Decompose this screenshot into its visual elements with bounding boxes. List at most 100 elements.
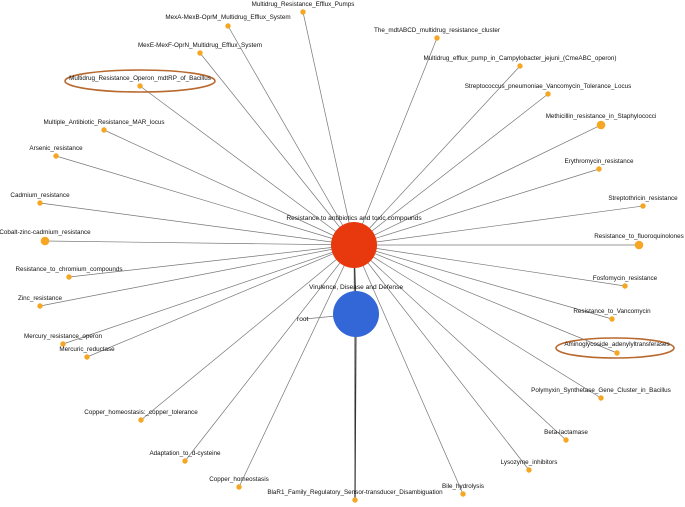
node-n4[interactable] [197,50,203,56]
edge-n4 [199,52,355,246]
node-n7[interactable] [545,91,551,97]
node-layer [37,9,646,503]
node-label-n1: Multidrug_Resistance_Efflux_Pumps [252,1,355,8]
edge-n1 [302,11,355,246]
node-n3[interactable] [434,35,440,41]
node-n28[interactable] [236,484,242,490]
edge-layer [39,11,644,501]
node-n5[interactable] [517,63,523,69]
node-label-n12: Cadmium_resistance [10,192,70,199]
node-label-n11: Erythromycin_resistance [565,158,634,165]
highlight-ring-n21 [555,337,675,359]
edge-n18 [39,244,355,307]
edge-n16 [68,244,355,278]
edge-n3 [353,37,438,246]
node-n8[interactable] [101,127,107,133]
node-label-n17: Fosfomycin_resistance [593,275,658,282]
node-label-n24: Copper_homeostasis:_copper_tolerance [84,409,198,416]
node-label-n3: The_mdtABCD_multidrug_resistance_cluster [374,27,500,34]
node-n20[interactable] [60,341,66,347]
edge-n27 [353,244,530,471]
hub-layer [331,222,379,337]
node-label-n6: Multidrug_Resistance_Operon_mdtRP_of_Bac… [69,75,211,82]
node-n15[interactable] [634,240,644,250]
edge-n6 [139,85,355,246]
node-label-n19: Resistance_to_Vancomycin [573,308,651,315]
node-label-n14: Cobalt-zinc-cadmium_resistance [0,229,91,236]
edge-virulence-bottom [354,313,357,501]
node-n11[interactable] [596,166,602,172]
edge-n23 [353,244,602,399]
node-label-n16: Resistance_to_chromium_compounds [15,266,122,273]
edge-n28 [238,244,355,488]
node-n18[interactable] [37,303,43,309]
edge-n10 [55,155,355,246]
node-n30[interactable] [352,497,358,503]
node-label-n26: Adaptation_to_d-cysteine [149,450,221,457]
node-n16[interactable] [66,274,72,280]
hub-virulence-node[interactable] [333,291,379,337]
edge-n29 [353,244,464,495]
edge-n8 [103,129,355,246]
node-n13[interactable] [640,203,646,209]
node-n17[interactable] [622,283,628,289]
node-n12[interactable] [37,200,43,206]
node-label-n13: Streptothricin_resistance [608,195,678,202]
hub-resistance-label: Resistance to antibiotics and toxic comp… [286,215,422,222]
node-label-n21: Aminoglycoside_adenylyltransferases [564,341,669,348]
node-label-n8: Multiple_Antibiotic_Resistance_MAR_locus [43,119,164,126]
node-n1[interactable] [300,9,306,15]
hub-virulence-label: Virulence, Disease and Defense [309,284,403,291]
node-n24[interactable] [138,417,144,423]
node-label-n2: MexA-MexB-OprM_Multidrug_Efflux_System [165,14,290,21]
edge-n21 [353,244,618,354]
edge-n7 [353,93,549,246]
edge-n13 [353,205,644,246]
edge-n14 [44,240,355,246]
node-label-n15: Resistance_to_fluoroquinolones [594,233,684,240]
node-label-n29: Bile_hydrolysis [442,483,484,490]
node-label-n27: Lysozyme_inhibitors [501,459,558,466]
node-n9[interactable] [596,120,606,130]
node-n29[interactable] [460,491,466,497]
edge-n24 [140,244,355,421]
edge-n19 [353,244,613,320]
edge-n12 [39,202,355,246]
node-label-n18: Zinc_resistance [18,295,63,302]
edge-n2 [227,25,355,246]
node-n26[interactable] [182,458,188,464]
node-n27[interactable] [526,467,532,473]
node-n21[interactable] [614,350,620,356]
edge-n25 [353,244,567,441]
node-label-n22: Mercuric_reductase [59,346,115,353]
edge-n17 [353,244,626,287]
node-n19[interactable] [609,316,615,322]
node-n23[interactable] [598,395,604,401]
node-n2[interactable] [225,23,231,29]
node-n25[interactable] [563,437,569,443]
edge-n5 [353,65,521,246]
node-label-n20: Mercury_resistance_operon [24,333,103,340]
node-n6[interactable] [137,83,143,89]
highlight-ring-n6 [64,69,216,93]
node-label-n28: Copper_homeostasis [209,476,269,483]
node-label-n23: Polymyxin_Synthetase_Gene_Cluster_in_Bac… [531,387,671,394]
node-label-n9: Methicillin_resistance_in_Staphylococci [546,113,657,120]
root-label: root [297,316,309,323]
label-layer: Multidrug_Resistance_Efflux_PumpsMexA-Me… [0,1,684,496]
node-n10[interactable] [53,153,59,159]
hub-resistance-node[interactable] [331,222,377,268]
edge-n11 [353,168,600,246]
edge-n20 [62,244,355,345]
node-label-n5: Multidrug_efflux_pump_in_Campylobacter_j… [423,55,616,62]
node-label-n7: Streptococcus_pneumoniae_Vancomycin_Tole… [465,83,632,90]
node-n14[interactable] [40,236,50,246]
node-label-n30: BlaR1_Family_Regulatory_Sensor-transduce… [267,489,443,496]
edge-n22 [86,244,355,358]
node-n22[interactable] [84,354,90,360]
node-label-n10: Arsenic_resistance [29,145,83,152]
node-label-n25: Beta-lactamase [544,429,588,436]
edge-n26 [184,244,355,462]
node-label-n4: MexE-MexF-OprN_Multidrug_Efflux_System [138,42,262,49]
